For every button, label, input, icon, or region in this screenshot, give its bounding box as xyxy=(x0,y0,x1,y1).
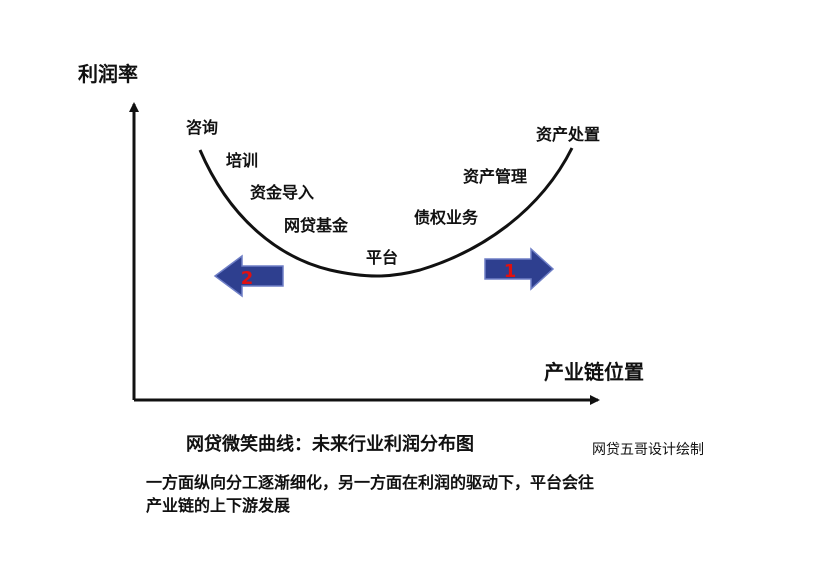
caption-title: 网贷微笑曲线：未来行业利润分布图 xyxy=(186,434,474,455)
stage-label-platform: 平台 xyxy=(366,248,399,267)
stage-label-asset-mgmt: 资产管理 xyxy=(463,167,528,186)
x-axis-label: 产业链位置 xyxy=(544,360,644,384)
right-arrow-number: 1 xyxy=(504,261,517,282)
smile-curve xyxy=(198,147,574,278)
left-arrow: 2 xyxy=(213,254,284,298)
description-line-1: 一方面纵向分工逐渐细化，另一方面在利润的驱动下，平台会往 xyxy=(146,473,595,492)
left-arrow-number: 2 xyxy=(241,268,254,289)
y-axis-label: 利润率 xyxy=(78,62,138,86)
stage-label-consulting: 咨询 xyxy=(186,118,219,137)
caption-credit: 网贷五哥设计绘制 xyxy=(592,442,704,458)
stage-label-fund-intro: 资金导入 xyxy=(250,183,315,202)
right-arrow: 1 xyxy=(484,247,555,291)
description-line-2: 产业链的上下游发展 xyxy=(146,496,291,515)
stage-label-p2p-fund: 网贷基金 xyxy=(284,216,349,235)
stage-label-asset-disposal: 资产处置 xyxy=(536,125,601,144)
stage-label-debt-business: 债权业务 xyxy=(414,208,479,227)
stage-label-training: 培训 xyxy=(226,151,259,170)
